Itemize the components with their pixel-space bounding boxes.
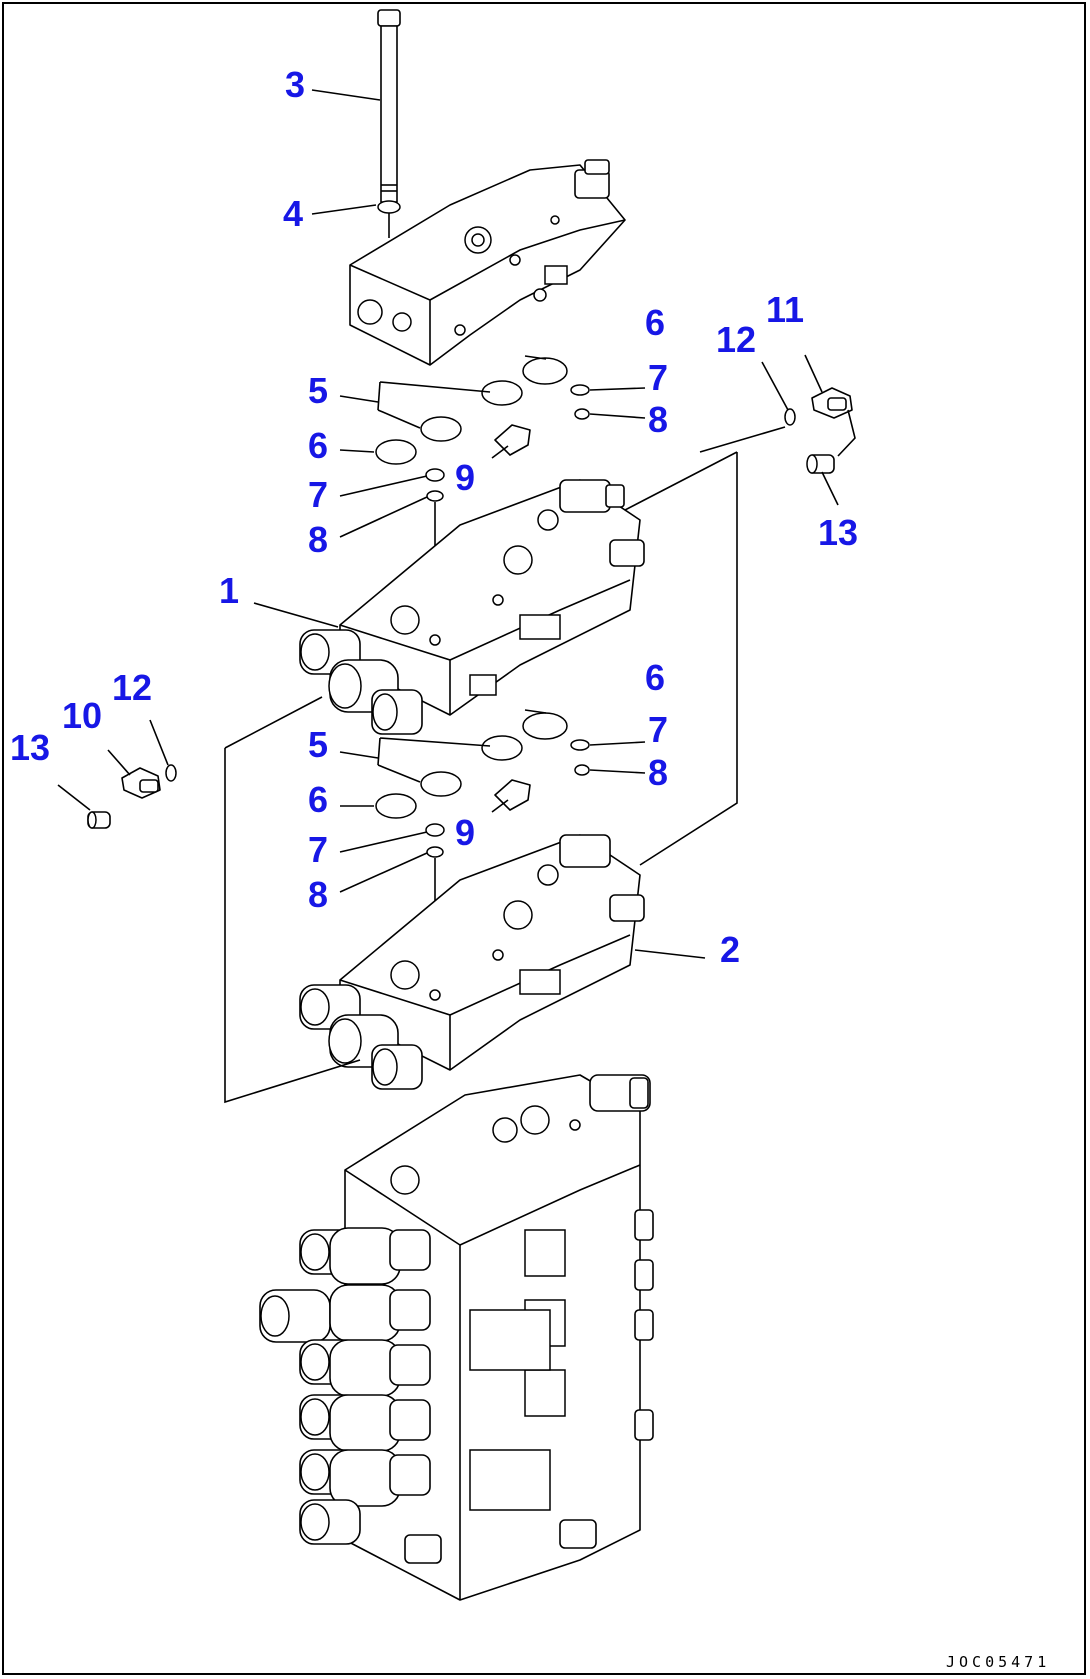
callout-3: 3 (285, 64, 305, 105)
callout-8: 8 (308, 874, 328, 915)
part-3-bolt (377, 9, 401, 203)
callout-12: 12 (716, 319, 756, 360)
part-10-sensor (121, 767, 161, 799)
callout-2: 2 (720, 929, 740, 970)
callout-8: 8 (648, 752, 668, 793)
callout-7: 7 (648, 709, 668, 750)
callout-12: 12 (112, 667, 152, 708)
callout-1: 1 (219, 570, 239, 611)
end-cover-block (349, 159, 626, 366)
callout-7: 7 (648, 357, 668, 398)
seal-group-upper (375, 357, 590, 502)
seal-group-lower (375, 712, 590, 858)
callout-8: 8 (308, 519, 328, 560)
callout-13: 13 (818, 512, 858, 553)
callout-leaders (57, 89, 839, 959)
main-valve-body (259, 1074, 654, 1601)
callout-5: 5 (308, 370, 328, 411)
callout-6: 6 (308, 425, 328, 466)
part-4-washer (377, 200, 401, 214)
callout-9: 9 (455, 457, 475, 498)
assembly-guide-lines (224, 426, 786, 1104)
callout-8: 8 (648, 399, 668, 440)
callout-9: 9 (455, 812, 475, 853)
callout-6: 6 (645, 302, 665, 343)
callout-6: 6 (308, 779, 328, 820)
callout-11: 11 (766, 289, 804, 330)
part-1-valve-section (299, 479, 645, 735)
callout-6: 6 (645, 657, 665, 698)
callout-labels: 3 4 6 12 11 5 7 8 6 9 7 8 13 1 6 12 10 1… (10, 64, 858, 970)
part-12-oring-left (165, 764, 177, 782)
part-12-oring-right (784, 408, 796, 426)
part-13-connector-left (87, 811, 111, 829)
drawing-id: JOC05471 (946, 1653, 1050, 1671)
callout-10: 10 (62, 695, 102, 736)
callout-5: 5 (308, 724, 328, 765)
part-2-valve-section (299, 834, 645, 1090)
part-11-sensor (811, 387, 856, 457)
callout-4: 4 (283, 193, 303, 234)
part-13-connector-right (806, 454, 835, 474)
callout-7: 7 (308, 474, 328, 515)
callout-13: 13 (10, 727, 50, 768)
callout-7: 7 (308, 829, 328, 870)
